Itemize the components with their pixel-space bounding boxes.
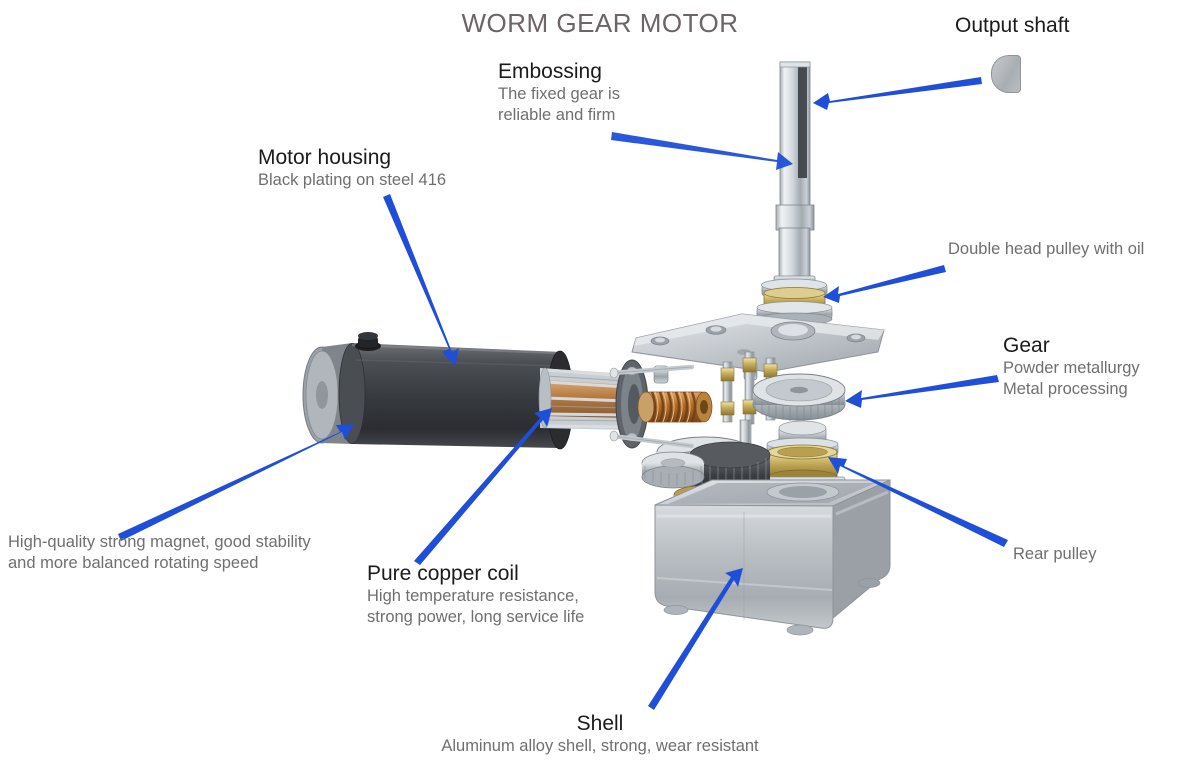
callout-shell-sub-line1: Aluminum alloy shell, strong, wear resis… <box>441 737 759 756</box>
callout-copper-coil-sub-line2: strong power, long service life <box>367 608 585 627</box>
callout-magnet-text: High-quality strong magnet, good stabili… <box>8 533 311 573</box>
callout-double-head-pulley-heading: Double head pulley with oil <box>948 240 1145 258</box>
callout-shell-heading: Shell <box>576 712 624 735</box>
arrow-embossing <box>611 132 793 170</box>
copper-armature <box>538 367 628 430</box>
arrow-magnet <box>118 424 354 541</box>
callout-gear-sub-line2: Metal processing <box>1003 380 1128 399</box>
callout-gear-heading: Gear <box>1003 334 1050 357</box>
arrow-motor-housing <box>383 194 459 366</box>
callout-motor-housing: Motor housing Black plating on steel 416 <box>258 146 446 191</box>
aluminum-shell-box <box>654 479 891 636</box>
d-shaft-cross-section-icon <box>991 55 1021 93</box>
callout-copper-coil-heading: Pure copper coil <box>367 562 519 585</box>
callout-copper-coil: Pure copper coil High temperature resist… <box>367 562 584 628</box>
spur-gear-large <box>752 373 846 421</box>
spur-gear-small <box>641 451 705 489</box>
callout-embossing-heading: Embossing <box>498 60 602 83</box>
arrow-double-pulley <box>823 265 946 303</box>
arrow-shell <box>648 568 743 710</box>
arrow-output-shaft <box>813 77 982 110</box>
callout-double-head-pulley: Double head pulley with oil <box>948 240 1144 259</box>
callout-gear-sub-line1: Powder metallurgy <box>1003 359 1140 378</box>
motor-front-flange <box>609 359 695 449</box>
callout-shell: Shell Aluminum alloy shell, strong, wear… <box>0 712 1200 757</box>
arrow-gear <box>845 375 999 408</box>
callout-copper-coil-sub-line1: High temperature resistance, <box>367 587 579 606</box>
callout-rear-pulley-heading: Rear pulley <box>1013 545 1097 563</box>
callout-output-shaft-heading: Output shaft <box>955 14 1070 37</box>
callout-gear: Gear Powder metallurgy Metal processing <box>1003 334 1140 400</box>
callout-embossing-sub-line2: reliable and firm <box>498 106 616 125</box>
callout-arrows <box>118 77 1008 710</box>
worm-gear-brass <box>637 391 713 423</box>
output-shaft-assembly <box>756 61 833 326</box>
page-title: WORM GEAR MOTOR <box>461 8 739 38</box>
motor-assembly <box>302 332 713 450</box>
callout-magnet: High-quality strong magnet, good stabili… <box>8 532 338 574</box>
callout-motor-housing-heading: Motor housing <box>258 146 392 169</box>
mounting-plate <box>631 313 885 384</box>
callout-embossing: Embossing The fixed gear is reliable and… <box>498 60 620 126</box>
arrow-rear-pulley <box>828 457 1008 547</box>
callout-embossing-sub-line1: The fixed gear is <box>498 85 620 104</box>
callout-rear-pulley: Rear pulley <box>1013 545 1096 564</box>
arrow-copper-coil <box>414 408 552 565</box>
callout-output-shaft: Output shaft <box>955 14 1069 38</box>
callout-motor-housing-sub-line1: Black plating on steel 416 <box>258 171 447 190</box>
